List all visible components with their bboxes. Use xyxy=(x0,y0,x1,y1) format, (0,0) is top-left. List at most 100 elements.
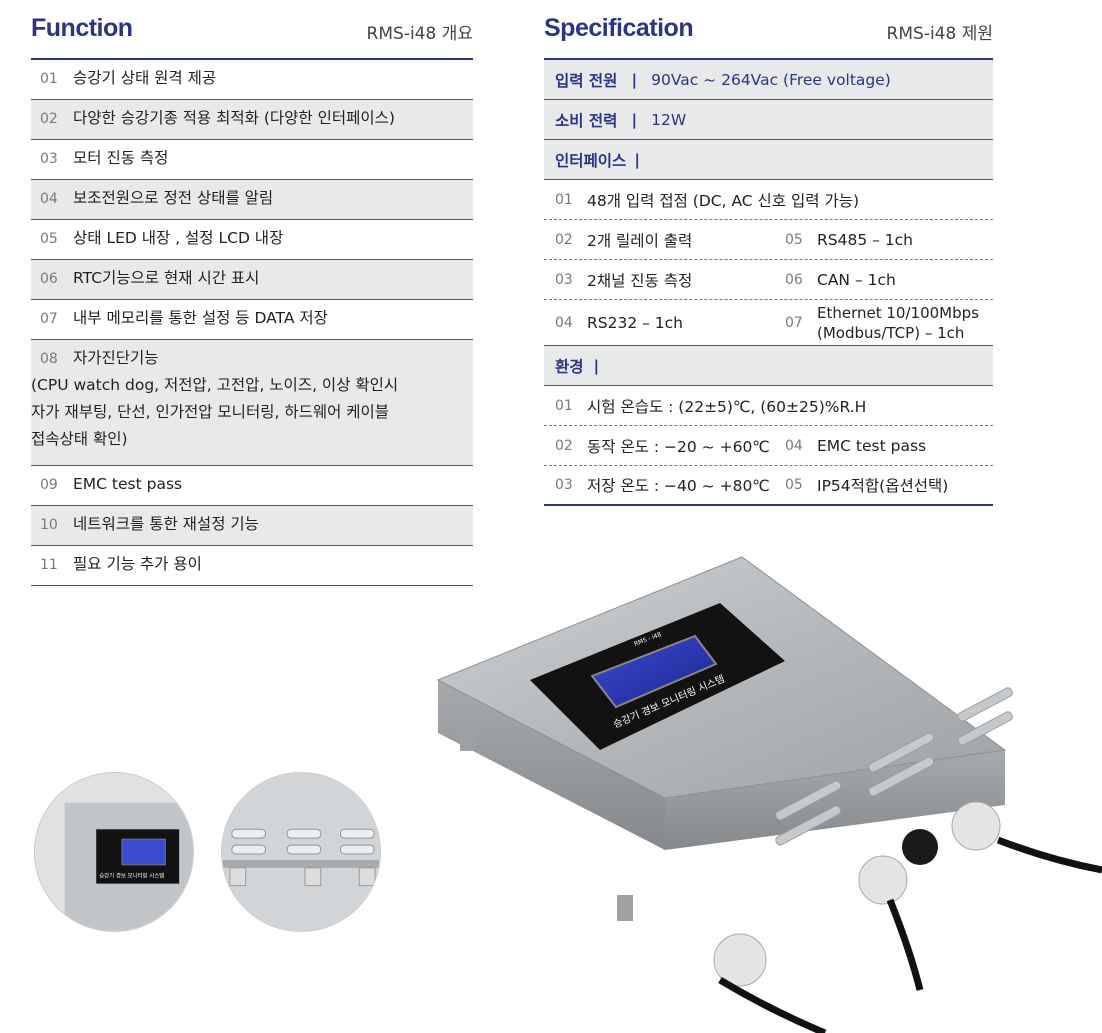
spec-row: 01 48개 입력 접점 (DC, AC 신호 입력 가능) xyxy=(544,180,993,220)
cable-gland-icon xyxy=(951,801,1102,874)
item-line: (CPU watch dog, 저전압, 고전압, 노이즈, 이상 확인시 xyxy=(31,376,399,394)
device-photo: RMS - i48 승강기 경보 모니터링 시스템 xyxy=(436,556,1102,1033)
cable-gland-icon xyxy=(713,933,827,1033)
spec-cell: RS485 – 1ch xyxy=(817,230,914,249)
vent-slots-icon xyxy=(231,828,375,855)
item-text: RTC기능으로 현재 시간 표시 xyxy=(73,269,260,287)
spec-cell: CAN – 1ch xyxy=(817,270,896,289)
spec-row: 03 저장 온도 : −40 ~ +80℃ 05 IP54적합(옵션선택) xyxy=(544,466,993,506)
function-item: 11 필요 기능 추가 용이 xyxy=(31,546,473,586)
lcd-screen-icon xyxy=(590,634,718,709)
hinge-icon xyxy=(460,725,476,751)
function-subtitle: RMS-i48 개요 xyxy=(366,24,473,44)
spec-separator: | xyxy=(634,150,640,169)
item-number: 11 xyxy=(40,557,58,573)
spec-row: 02 동작 온도 : −20 ~ +60℃ 04 EMC test pass xyxy=(544,426,993,466)
cable-port-icon xyxy=(902,829,938,865)
function-section: Function RMS-i48 개요 01 승강기 상태 원격 제공 02 다양한… xyxy=(31,0,473,586)
detail-photo-panel: 승강기 경보 모니터링 시스템 xyxy=(34,772,194,932)
spec-number: 02 xyxy=(555,231,573,248)
function-item: 04 보조전원으로 정전 상태를 알림 xyxy=(31,180,473,220)
vent-slots-icon xyxy=(775,687,1013,846)
hinge-icon xyxy=(617,895,633,921)
item-text: 승강기 상태 원격 제공 xyxy=(73,69,217,87)
spec-title: Specification xyxy=(544,14,694,42)
item-number: 07 xyxy=(40,311,58,327)
item-number: 04 xyxy=(40,191,58,207)
spec-row: 01 시험 온습도 : (22±5)℃, (60±25)%R.H xyxy=(544,386,993,426)
item-text: 필요 기능 추가 용이 xyxy=(73,555,202,573)
function-item: 03 모터 진동 측정 xyxy=(31,140,473,180)
spec-number: 03 xyxy=(555,271,573,288)
lcd-mini-icon xyxy=(121,838,166,866)
cable-gland-icon xyxy=(229,867,376,887)
item-text: 모터 진동 측정 xyxy=(73,149,169,167)
spec-environment-heading: 환경 | xyxy=(544,346,993,386)
item-text: 다양한 승강기종 적용 최적화 (다양한 인터페이스) xyxy=(73,109,395,127)
item-line: 접속상태 확인) xyxy=(31,430,128,448)
spec-cell: 48개 입력 접점 (DC, AC 신호 입력 가능) xyxy=(587,191,860,210)
function-header: Function RMS-i48 개요 xyxy=(31,0,473,60)
item-number: 10 xyxy=(40,517,58,533)
spec-cell: 시험 온습도 : (22±5)℃, (60±25)%R.H xyxy=(587,397,867,416)
function-item: 02 다양한 승강기종 적용 최적화 (다양한 인터페이스) xyxy=(31,100,473,140)
function-item: 06 RTC기능으로 현재 시간 표시 xyxy=(31,260,473,300)
spec-cell: 저장 온도 : −40 ~ +80℃ xyxy=(587,477,770,495)
spec-number: 05 xyxy=(785,231,803,248)
item-number: 06 xyxy=(40,271,58,287)
spec-cell: 2개 릴레이 출력 xyxy=(587,231,693,250)
spec-number: 01 xyxy=(555,191,573,208)
spec-cell: 동작 온도 : −20 ~ +60℃ xyxy=(587,437,770,456)
spec-cell: IP54적합(옵션선택) xyxy=(817,477,949,495)
item-number: 08 xyxy=(40,351,58,367)
spec-row: 03 2채널 진동 측정 06 CAN – 1ch xyxy=(544,260,993,300)
spec-section: Specification RMS-i48 제원 입력 전원 | 90Vac ~… xyxy=(544,0,993,506)
spec-cell: RS232 – 1ch xyxy=(587,313,684,332)
spec-label: 인터페이스 xyxy=(555,151,627,170)
spec-cell-line: Ethernet 10/100Mbps xyxy=(817,303,979,322)
function-item: 09 EMC test pass xyxy=(31,466,473,506)
spec-input-power: 입력 전원 | 90Vac ~ 264Vac (Free voltage) xyxy=(544,60,993,100)
detail-photo-vents xyxy=(221,772,381,932)
item-number: 01 xyxy=(40,71,58,87)
spec-label: 환경 xyxy=(555,357,584,376)
spec-cell: Ethernet 10/100Mbps (Modbus/TCP) – 1ch xyxy=(817,303,979,343)
spec-label: 소비 전력 xyxy=(555,111,618,130)
function-item: 01 승강기 상태 원격 제공 xyxy=(31,60,473,100)
spec-header: Specification RMS-i48 제원 xyxy=(544,0,993,60)
spec-value: 12W xyxy=(651,110,687,129)
item-text: 보조전원으로 정전 상태를 알림 xyxy=(73,189,274,207)
spec-number: 02 xyxy=(555,437,573,454)
function-item: 08 자가진단기능 (CPU watch dog, 저전압, 고전압, 노이즈,… xyxy=(31,340,473,466)
spec-interface-heading: 인터페이스 | xyxy=(544,140,993,180)
spec-separator: | xyxy=(631,110,638,129)
item-number: 09 xyxy=(40,477,58,493)
item-number: 02 xyxy=(40,111,58,127)
function-title: Function xyxy=(31,14,133,42)
spec-cell-line: (Modbus/TCP) – 1ch xyxy=(817,323,965,342)
item-text: 네트워크를 통한 재설정 기능 xyxy=(73,515,259,533)
spec-separator: | xyxy=(593,356,600,375)
spec-cell: EMC test pass xyxy=(817,436,927,455)
item-line: 자가진단기능 xyxy=(73,349,159,367)
enclosure-front xyxy=(665,750,1005,850)
spec-number: 05 xyxy=(785,477,803,493)
item-text: EMC test pass xyxy=(73,475,183,493)
panel-mini-label: 승강기 경보 모니터링 시스템 xyxy=(99,872,164,880)
spec-number: 04 xyxy=(555,314,573,331)
cable-gland-icon xyxy=(858,855,924,991)
item-line: 자가 재부팅, 단선, 인가전압 모니터링, 하드웨어 케이블 xyxy=(31,403,390,421)
spec-separator: | xyxy=(631,70,638,89)
spec-label: 입력 전원 xyxy=(555,71,618,90)
item-text: 상태 LED 내장 , 설정 LCD 내장 xyxy=(73,229,284,247)
item-number: 03 xyxy=(40,151,58,167)
spec-row: 02 2개 릴레이 출력 05 RS485 – 1ch xyxy=(544,220,993,260)
spec-number: 07 xyxy=(785,314,803,331)
spec-number: 01 xyxy=(555,397,573,414)
spec-row: 04 RS232 – 1ch 07 Ethernet 10/100Mbps (M… xyxy=(544,300,993,346)
enclosure-side xyxy=(438,680,665,850)
spec-number: 04 xyxy=(785,437,803,454)
spec-subtitle: RMS-i48 제원 xyxy=(886,24,993,44)
